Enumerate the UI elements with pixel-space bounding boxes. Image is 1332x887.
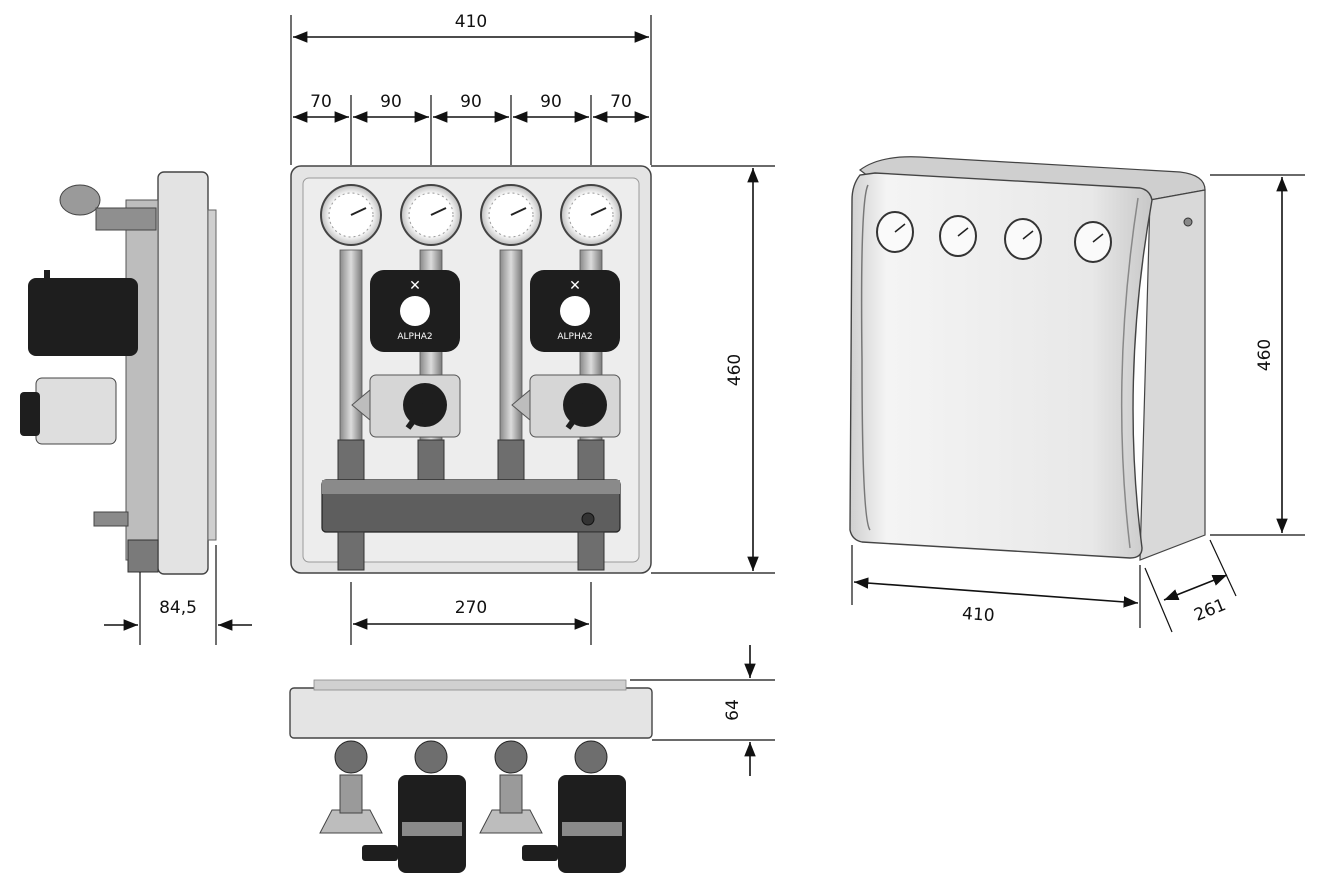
bottom-connection: [337, 531, 365, 571]
valve-icon: [494, 740, 528, 774]
bottom-connection: [577, 531, 605, 571]
mixing-valves: [351, 374, 621, 438]
actuator-side-icon: [35, 377, 117, 445]
top-housing: [289, 687, 653, 739]
back-plate: [207, 209, 217, 541]
dimension-cover-depth: 261: [1191, 595, 1229, 626]
extension-line: [1144, 567, 1173, 633]
dimension-spacing-4: 90: [540, 92, 562, 112]
dimension-top-height: 64: [723, 699, 743, 721]
handle-icon: [319, 809, 383, 834]
dimension-flange-spacing: 270: [455, 598, 487, 618]
valve-icon: [574, 740, 608, 774]
dimension-width-front: 410: [455, 12, 487, 32]
side-view: 84,5: [20, 171, 252, 645]
cover-gauge-windows: [876, 211, 1112, 263]
manifold-highlight: [322, 480, 620, 494]
pump-label: ALPHA2: [557, 332, 592, 342]
cover-front-face: [849, 172, 1153, 559]
drain-plug-icon: [581, 512, 595, 526]
dimension-side-depth: 84,5: [159, 598, 197, 618]
dimension-cover-width: 410: [961, 604, 995, 626]
dimension-line-cover-width: [853, 577, 1139, 608]
circulation-pumps: ✕ ✕ ALPHA2 ALPHA2: [370, 270, 620, 352]
valve-icon: [334, 740, 368, 774]
dimension-height-front: 460: [725, 354, 745, 386]
valve-icon: [414, 740, 448, 774]
valve-body: [95, 207, 157, 231]
side-connection: [127, 539, 159, 573]
extension-line: [1209, 539, 1237, 597]
dimension-cover-height: 460: [1255, 339, 1275, 371]
thermometer-gauges: [320, 184, 622, 246]
front-view: 410 70 90 90 90 70: [290, 12, 775, 645]
valve-handle-icon: [59, 184, 101, 216]
cover-side-face: [1139, 189, 1206, 561]
dimension-spacing-2: 90: [380, 92, 402, 112]
side-pipe-assembly: [125, 199, 159, 561]
dimension-spacing-5: 70: [610, 92, 632, 112]
cover-view: 460 410 261: [849, 156, 1305, 633]
pump-side-icon: [28, 278, 138, 356]
svg-text:✕: ✕: [409, 278, 421, 294]
dimension-spacing-1: 70: [310, 92, 332, 112]
pump-label: ALPHA2: [397, 332, 432, 342]
dimension-line-cover-depth: [1163, 574, 1228, 601]
dimension-spacing-3: 90: [460, 92, 482, 112]
handle-icon: [479, 809, 543, 834]
svg-text:✕: ✕: [569, 278, 581, 294]
top-view: 64: [289, 645, 775, 873]
side-housing: [157, 171, 209, 575]
